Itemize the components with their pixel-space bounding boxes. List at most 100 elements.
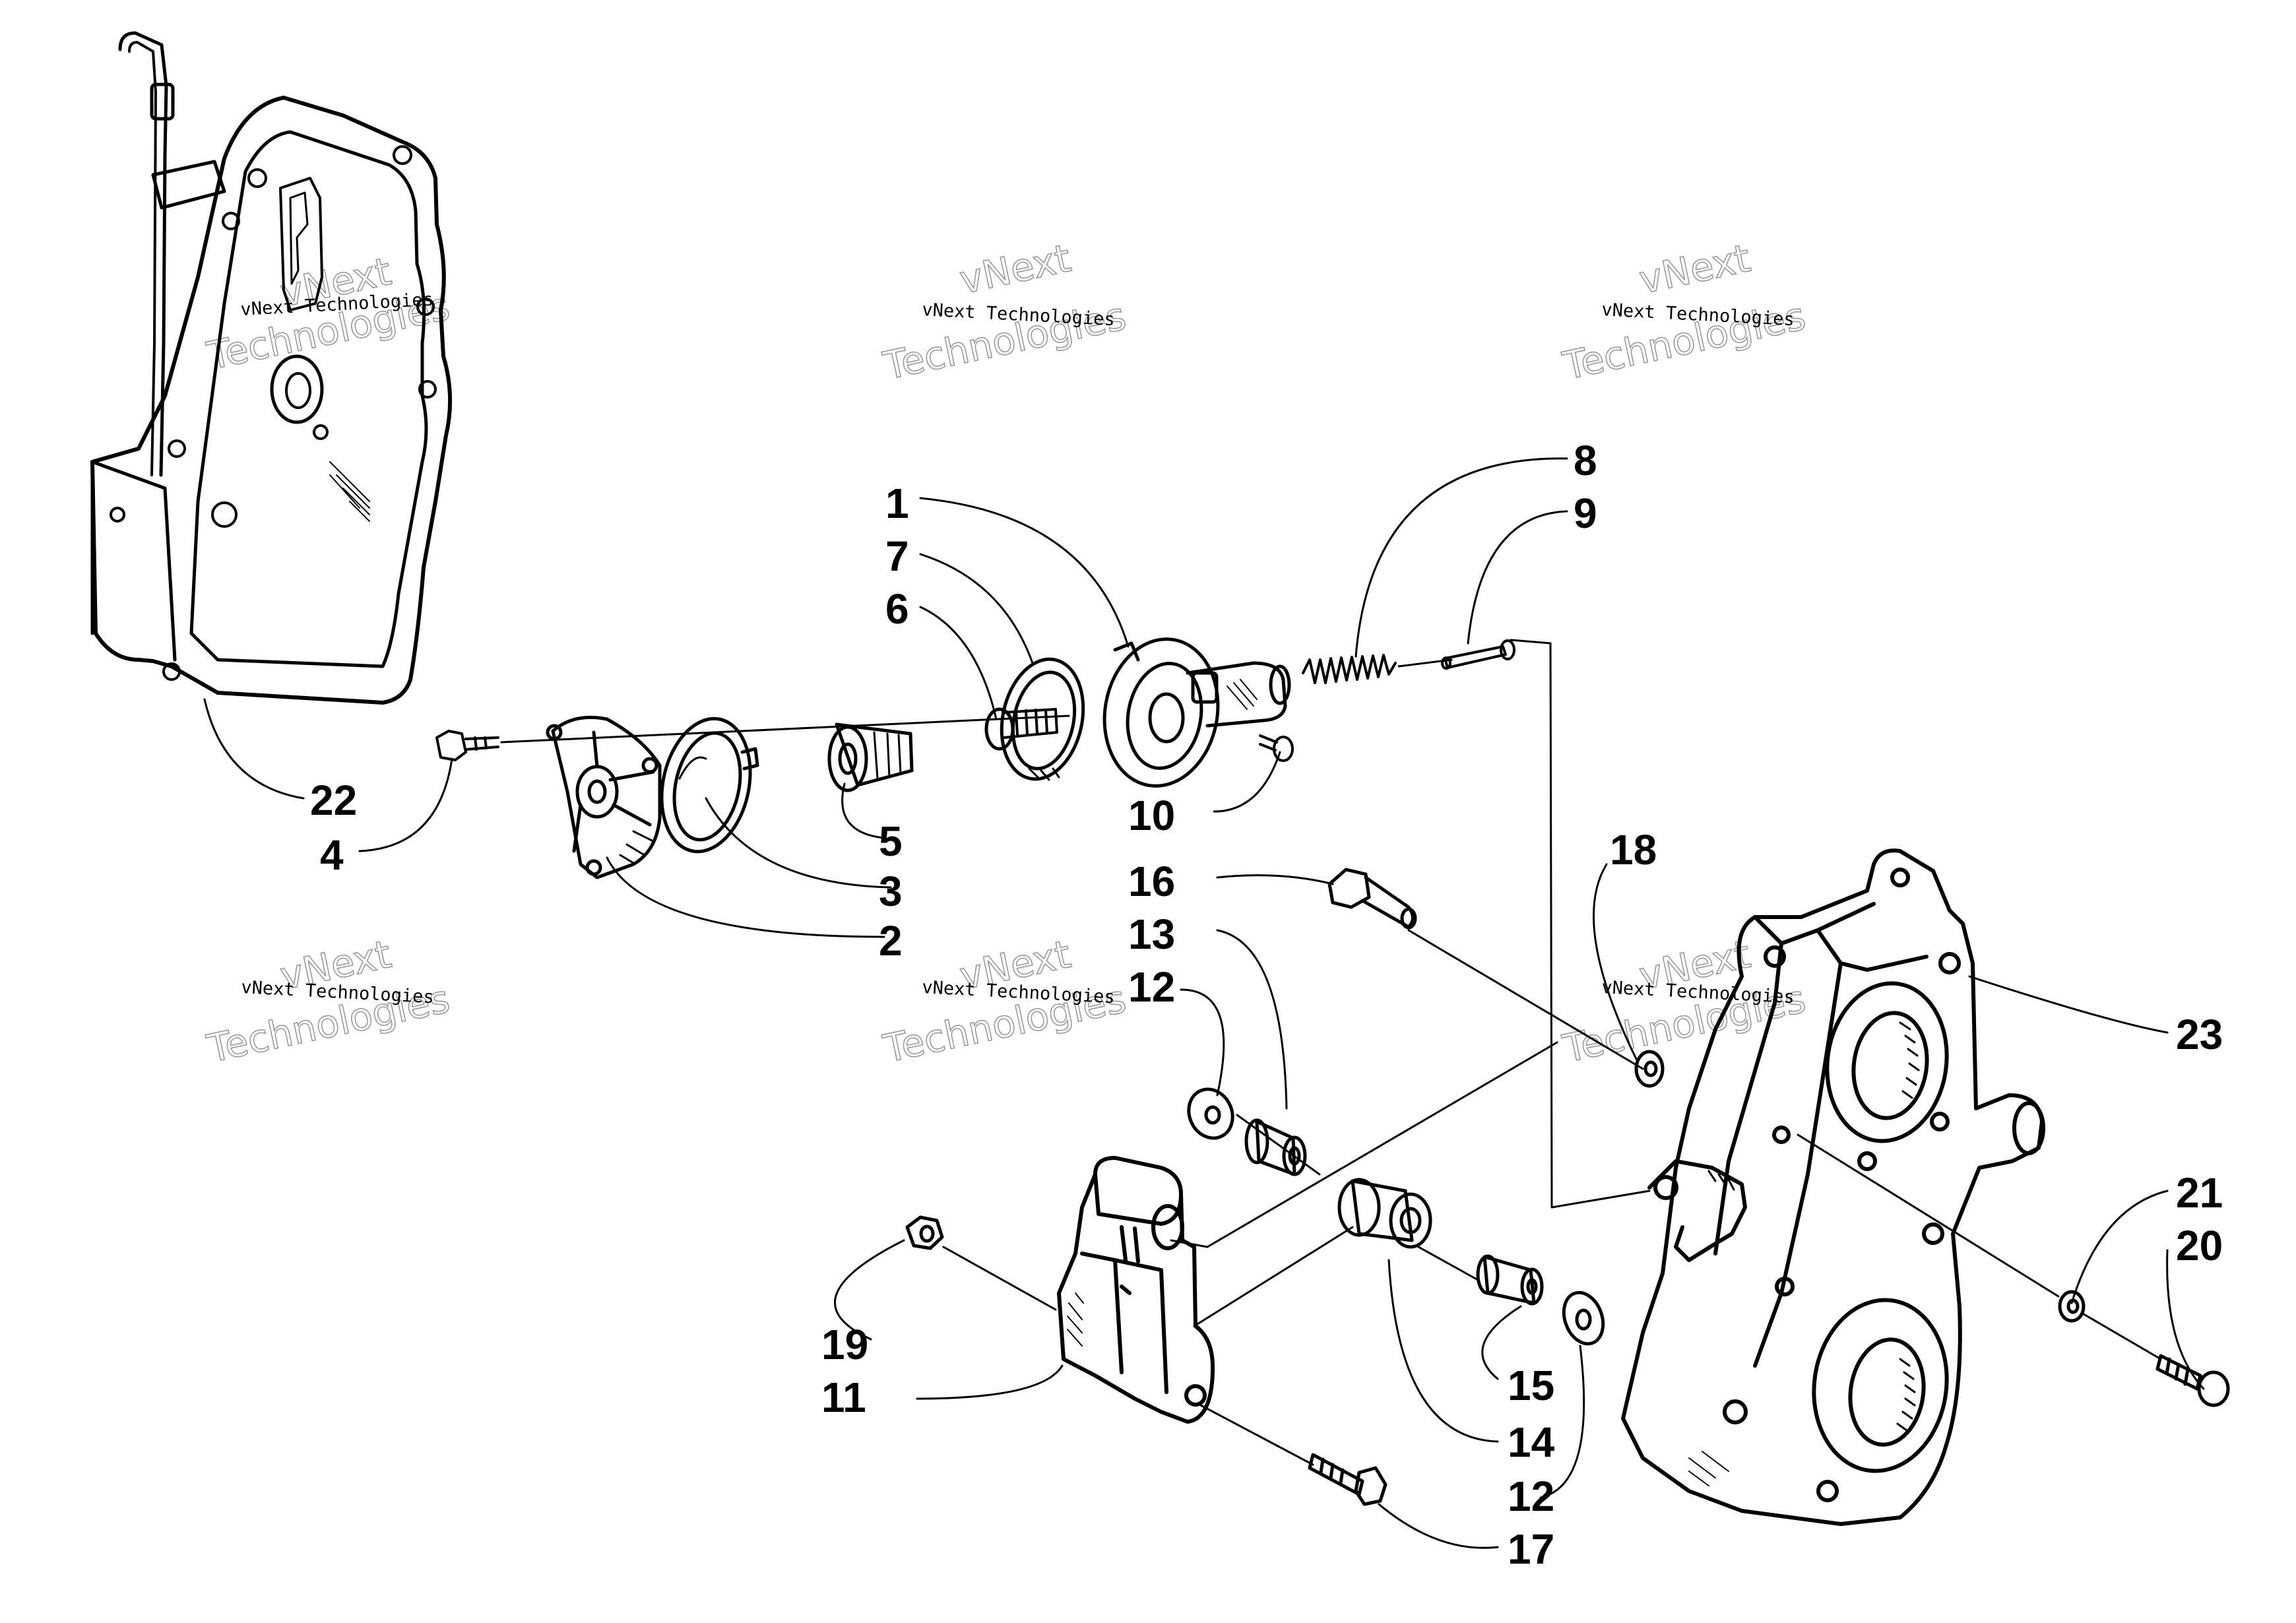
part-23-bolt-hole bbox=[1764, 945, 1786, 968]
part-11-roll-end bbox=[1151, 1204, 1184, 1250]
part-5-bore bbox=[838, 742, 858, 775]
part-22-bolt-hole bbox=[416, 298, 435, 316]
part-2-outline bbox=[551, 715, 662, 879]
part-19-bore bbox=[919, 1225, 935, 1243]
part-22-outline bbox=[90, 96, 453, 705]
part-12a-inner bbox=[1204, 1105, 1221, 1125]
part-2-tab bbox=[641, 757, 658, 774]
part-12b-inner bbox=[1575, 1308, 1592, 1331]
part-23-bolt-hole bbox=[1816, 1480, 1839, 1502]
part-1-ear bbox=[1113, 641, 1140, 662]
part-13-bore bbox=[1288, 1146, 1301, 1166]
callout-15: 15 bbox=[1508, 1362, 1554, 1409]
callout-7: 7 bbox=[885, 532, 909, 580]
part-23-front-face bbox=[1753, 928, 1929, 1368]
leader-8 bbox=[1355, 457, 1568, 658]
part-23-bolt-hole bbox=[1922, 1223, 1944, 1245]
part-17-shank bbox=[1308, 1453, 1364, 1496]
callout-2: 2 bbox=[879, 917, 903, 965]
watermark-big-line1: vNext bbox=[1636, 236, 1754, 303]
part-3-outer bbox=[660, 716, 752, 854]
part-22-bracket bbox=[151, 160, 226, 210]
watermark-mid-right: vNext Technologies vNext Technologies bbox=[1558, 931, 1810, 1072]
part-23-top-ridge bbox=[1713, 902, 1876, 1256]
part-6-collar bbox=[984, 707, 1015, 751]
part-18-outer bbox=[1634, 1050, 1665, 1088]
part-13-bushing bbox=[1244, 1118, 1307, 1176]
part-22-bolt-hole bbox=[313, 424, 329, 440]
part-23-bolt-hole bbox=[1775, 1277, 1795, 1296]
part-20-shank bbox=[2155, 1354, 2202, 1391]
leader-20 bbox=[2166, 1249, 2205, 1390]
part-4-bolt-head bbox=[435, 730, 467, 761]
part-13-end-left bbox=[1244, 1118, 1269, 1164]
callout-9: 9 bbox=[1574, 490, 1597, 537]
part-13-body bbox=[1255, 1120, 1296, 1176]
part-22-lower-box bbox=[90, 460, 177, 662]
part-23-shift-arm-hole bbox=[1653, 1175, 1678, 1200]
part-19-hex bbox=[905, 1215, 944, 1250]
part-7-ring bbox=[1000, 657, 1085, 781]
part-22-chaincase-cover bbox=[90, 31, 453, 705]
callout-1: 1 bbox=[885, 480, 909, 527]
part-17-bolt bbox=[1308, 1453, 1387, 1506]
part-15-sleeve bbox=[1476, 1254, 1544, 1306]
part-12b-washer bbox=[1562, 1290, 1605, 1346]
part-23-outline bbox=[1621, 848, 2044, 1526]
part-9-tip bbox=[1441, 656, 1451, 670]
watermark-top-right: vNext Technologies vNext Technologies bbox=[1558, 235, 1810, 389]
part-23-upper-spline bbox=[1899, 1021, 1920, 1099]
part-2-tab bbox=[546, 724, 563, 741]
axis-17 bbox=[1199, 1404, 1314, 1466]
callout-11: 11 bbox=[821, 1374, 866, 1421]
part-21-outer bbox=[2058, 1290, 2086, 1323]
axis-16 bbox=[1407, 929, 1644, 1070]
part-23-shift-arm bbox=[1647, 1159, 1747, 1262]
callout-22: 22 bbox=[310, 777, 357, 824]
callout-12a: 12 bbox=[1128, 963, 1175, 1011]
part-7-outer bbox=[1000, 657, 1085, 781]
part-3-tab bbox=[740, 747, 759, 771]
part-23-bolt-hole bbox=[1930, 1112, 1950, 1131]
part-16-bolt bbox=[1327, 868, 1417, 930]
part-19-nut bbox=[905, 1215, 944, 1250]
part-1-arm bbox=[1186, 661, 1287, 728]
part-2-tab bbox=[585, 859, 602, 876]
part-23-upper-bore-inner bbox=[1851, 1011, 1929, 1120]
part-22-inner-rim bbox=[189, 130, 428, 668]
leader-23 bbox=[1968, 975, 2169, 1034]
part-23-bolt-hole bbox=[1772, 1126, 1791, 1144]
part-22-bolt-hole bbox=[247, 168, 267, 188]
callout-19: 19 bbox=[821, 1321, 868, 1368]
callout-23: 23 bbox=[2176, 1011, 2223, 1058]
callout-8: 8 bbox=[1574, 437, 1597, 484]
watermark-big-line1: vNext bbox=[956, 236, 1075, 303]
part-15-bore bbox=[1526, 1278, 1538, 1295]
callout-21: 21 bbox=[2176, 1169, 2223, 1217]
leader-13 bbox=[1216, 929, 1288, 1110]
leader-4 bbox=[358, 757, 453, 852]
leader-12b bbox=[1539, 1345, 1585, 1499]
part-3-arc bbox=[678, 756, 707, 780]
part-22-tube-inner bbox=[128, 41, 157, 476]
axis-14-15 bbox=[1417, 1246, 1479, 1281]
part-14-end-left bbox=[1337, 1178, 1381, 1237]
callout-18: 18 bbox=[1610, 826, 1657, 874]
part-17-head bbox=[1354, 1466, 1387, 1506]
part-23-upper-bore bbox=[1825, 981, 1949, 1143]
callout-17: 17 bbox=[1508, 1525, 1554, 1573]
part-22-bolt-hole bbox=[168, 439, 186, 458]
part-1-face bbox=[1102, 637, 1220, 788]
callout-14: 14 bbox=[1508, 1418, 1555, 1466]
part-22-drain bbox=[211, 501, 238, 528]
part-22-bolt-hole bbox=[393, 145, 412, 165]
part-18-washer bbox=[1634, 1050, 1665, 1088]
part-23-bolt-hole bbox=[1723, 1399, 1748, 1424]
part-23-bolt-hole bbox=[1890, 868, 1910, 887]
axis-21 bbox=[1797, 1133, 2060, 1298]
callout-20: 20 bbox=[2176, 1222, 2223, 1269]
part-11-slot bbox=[1120, 1225, 1140, 1263]
part-15-end-left bbox=[1476, 1254, 1500, 1295]
part-15-end-right bbox=[1520, 1267, 1544, 1306]
part-18-inner bbox=[1643, 1060, 1658, 1077]
